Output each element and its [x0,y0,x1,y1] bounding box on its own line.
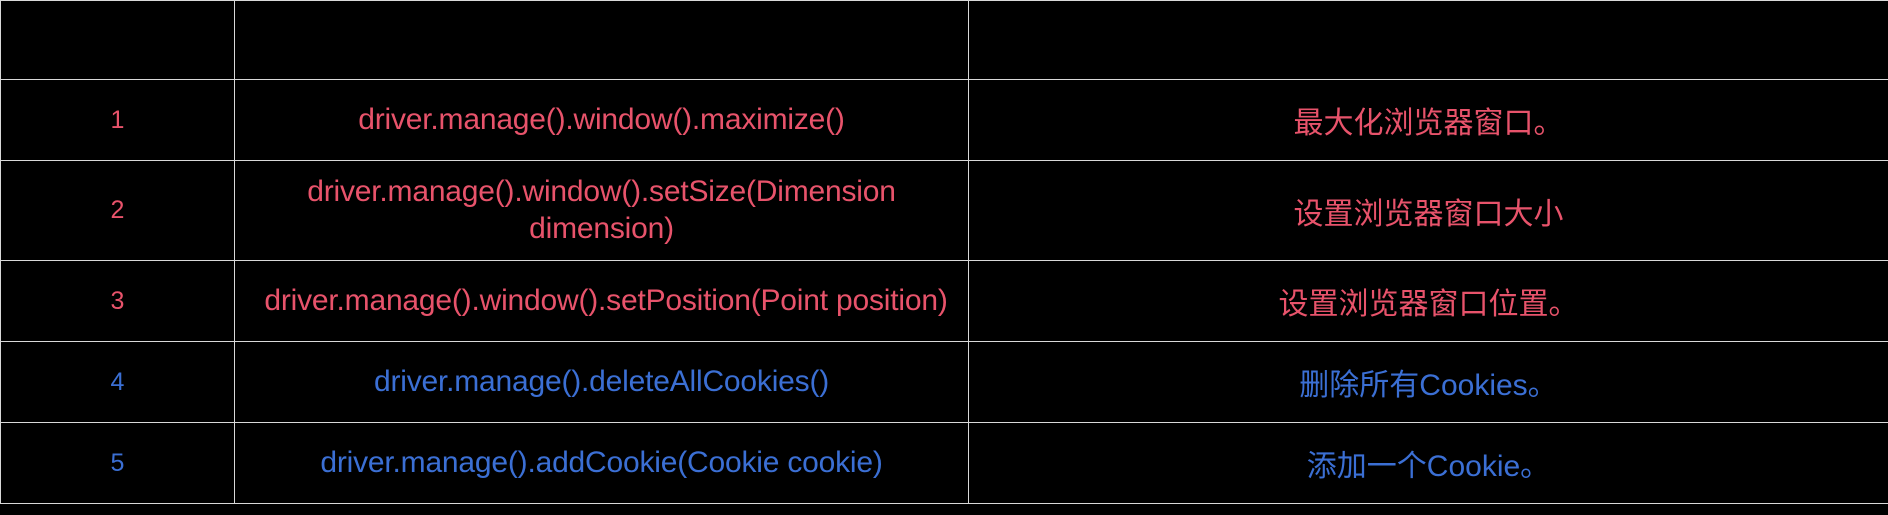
table-row: 2 driver.manage().window().setSize(Dimen… [0,160,1888,261]
method-signature: driver.manage().deleteAllCookies() [373,364,830,398]
method-description: 设置浏览器窗口位置。 [1278,288,1579,321]
method-signature: driver.manage().window().setPosition(Poi… [264,283,948,317]
row-method-cell: driver.manage().window().setPosition(Poi… [234,260,969,342]
table-row: 1 driver.manage().window().maximize() 最大… [0,79,1888,161]
table-row: 3 driver.manage().window().setPosition(P… [0,260,1888,342]
row-description-cell: 添加一个Cookie。 [968,422,1888,504]
method-description: 添加一个Cookie。 [1306,450,1551,483]
column-header-index [0,0,235,80]
row-method-cell: driver.manage().window().maximize() [234,79,969,161]
table-body: 1 driver.manage().window().maximize() 最大… [0,79,1888,504]
selenium-api-table: 1 driver.manage().window().maximize() 最大… [0,0,1888,504]
row-method-cell: driver.manage().addCookie(Cookie cookie) [234,422,969,504]
row-index-cell: 3 [0,260,235,342]
column-header-desc [968,0,1888,80]
method-signature: driver.manage().window().maximize() [358,102,845,136]
row-number: 3 [110,286,125,315]
method-description: 设置浏览器窗口大小 [1293,197,1564,231]
table-row: 4 driver.manage().deleteAllCookies() 删除所… [0,341,1888,423]
method-description: 最大化浏览器窗口。 [1293,107,1564,140]
row-description-cell: 设置浏览器窗口大小 [968,160,1888,261]
table-row: 5 driver.manage().addCookie(Cookie cooki… [0,422,1888,504]
row-number: 2 [110,196,125,224]
row-index-cell: 5 [0,422,235,504]
row-method-cell: driver.manage().deleteAllCookies() [234,341,969,423]
table-header-row [0,0,1888,80]
row-number: 5 [110,448,125,477]
method-signature: driver.manage().addCookie(Cookie cookie) [320,445,883,479]
row-description-cell: 设置浏览器窗口位置。 [968,260,1888,342]
row-index-cell: 2 [0,160,235,261]
row-number: 1 [110,105,125,134]
row-method-cell: driver.manage().window().setSize(Dimensi… [234,160,969,261]
method-signature: driver.manage().window().setSize(Dimensi… [307,174,896,245]
table-header [0,0,1888,80]
row-number: 4 [110,367,125,396]
method-description: 删除所有Cookies。 [1299,369,1558,402]
row-index-cell: 1 [0,79,235,161]
row-description-cell: 删除所有Cookies。 [968,341,1888,423]
row-index-cell: 4 [0,341,235,423]
row-description-cell: 最大化浏览器窗口。 [968,79,1888,161]
column-header-method [234,0,969,80]
